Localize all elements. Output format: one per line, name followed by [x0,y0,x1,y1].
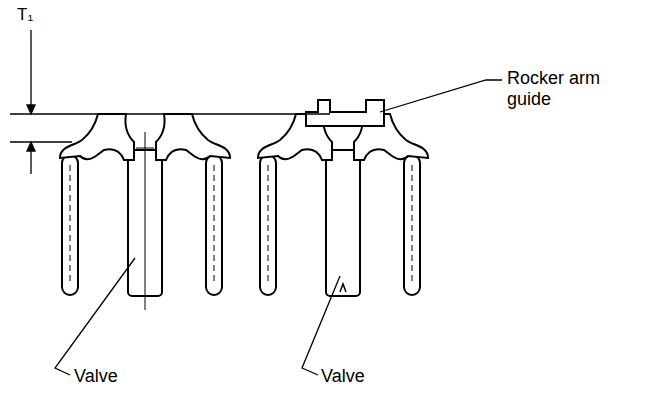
part-label: Valve [321,366,365,387]
left-assembly [60,114,230,310]
right-assembly [258,100,428,296]
dimension-t1 [10,30,330,174]
rocker-arm-guide [306,100,384,126]
leader-lines [55,80,502,375]
part-label: Rocker arm guide [507,68,637,110]
part-label: Valve [74,366,118,387]
dimension-label: T₁ [17,4,33,25]
